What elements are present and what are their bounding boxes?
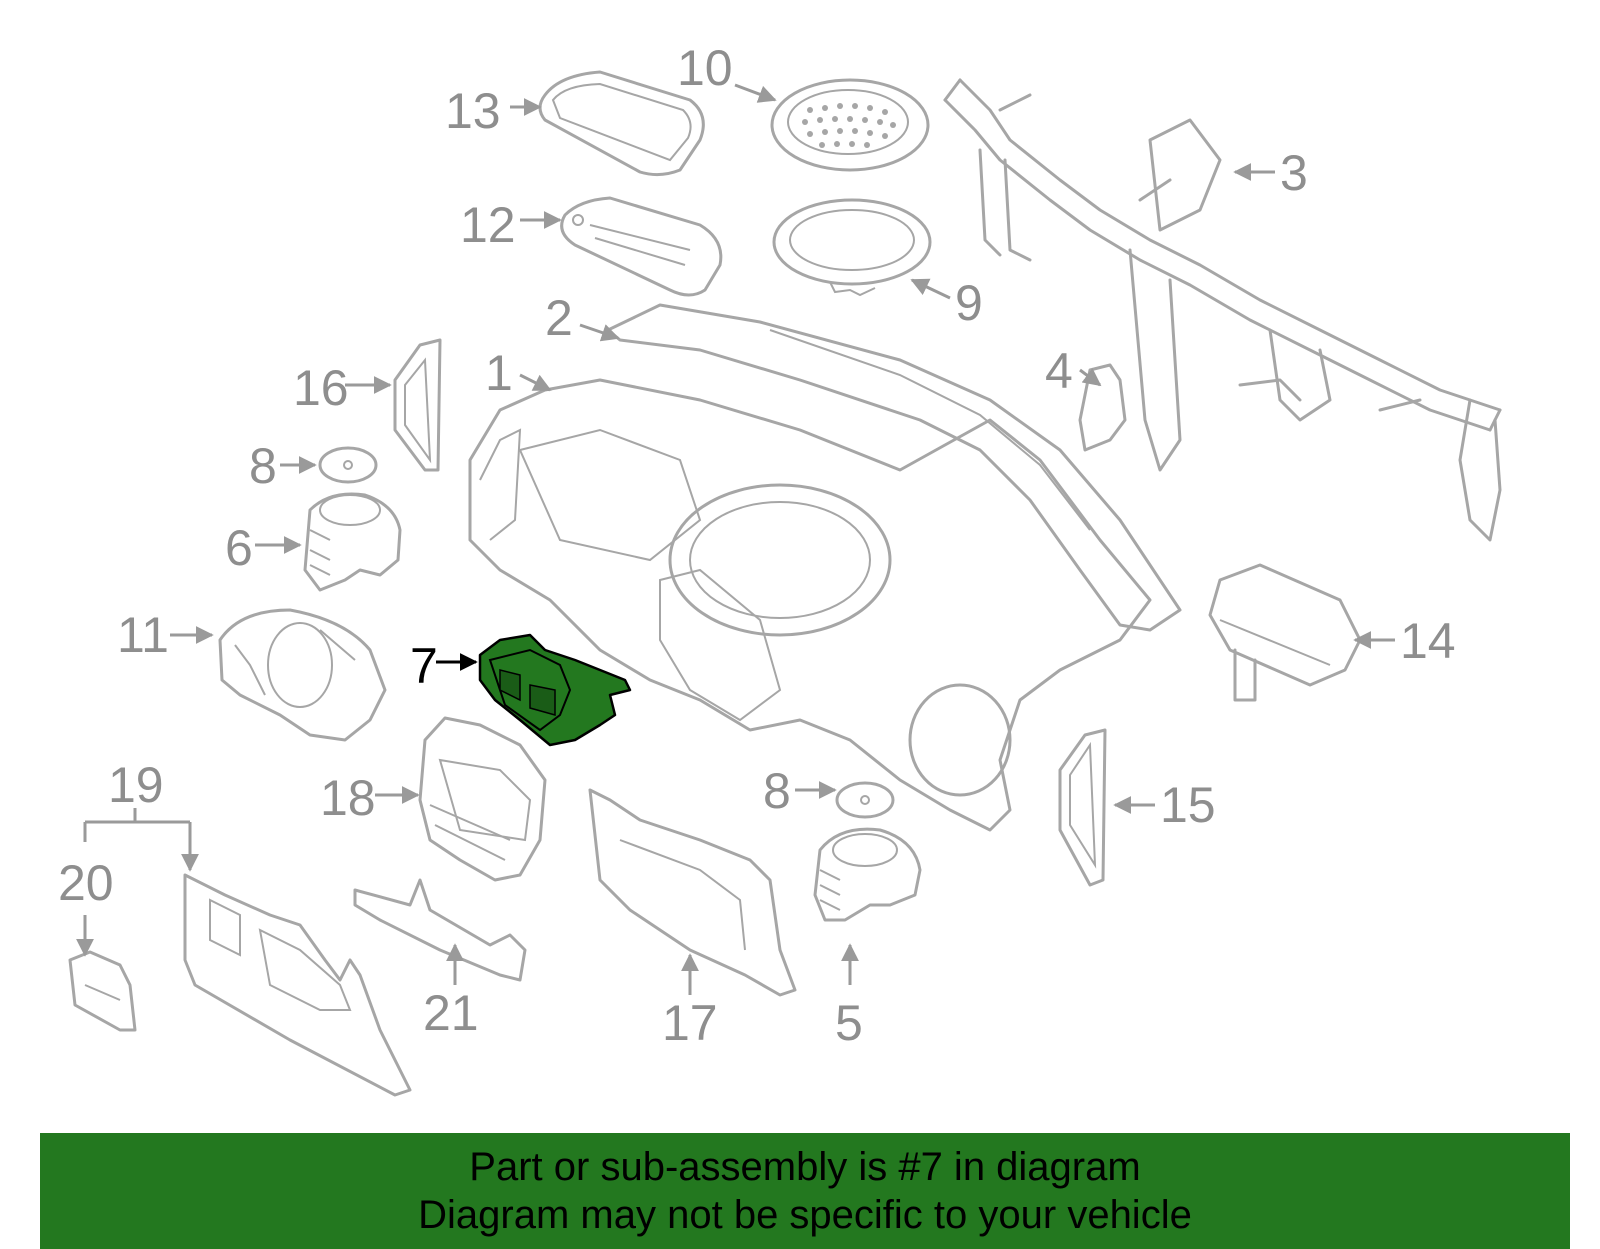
callout-3: 3: [1280, 145, 1308, 201]
banner-line-1: Part or sub-assembly is #7 in diagram: [469, 1145, 1141, 1189]
callout-17: 17: [662, 995, 718, 1051]
callout-labels: 13 10 3 12 9 2 4 1 16 8 6 11 7 14 19 18 …: [58, 40, 1456, 1051]
part-21-support-bracket[interactable]: [353, 878, 527, 982]
callout-1: 1: [485, 345, 513, 401]
callout-9: 9: [955, 275, 983, 331]
callout-20: 20: [58, 855, 114, 911]
part-10-speaker-grille[interactable]: [770, 78, 930, 172]
info-banner: Part or sub-assembly is #7 in diagram Di…: [40, 1133, 1570, 1249]
callout-16: 16: [293, 360, 349, 416]
part-3-cross-car-beam[interactable]: [943, 78, 1502, 542]
part-8-clip-lower[interactable]: [835, 781, 895, 819]
callout-13: 13: [445, 83, 501, 139]
part-6-air-vent[interactable]: [303, 492, 402, 592]
part-2-panel-cover[interactable]: [606, 303, 1182, 632]
callout-5: 5: [835, 995, 863, 1051]
parts-diagram: 13 10 3 12 9 2 4 1 16 8 6 11 7 14 19 18 …: [58, 40, 1502, 1097]
callout-12: 12: [460, 197, 516, 253]
part-1-instrument-panel[interactable]: [468, 378, 1152, 832]
part-8-clip-upper[interactable]: [318, 446, 378, 484]
part-20-cover[interactable]: [68, 950, 137, 1032]
callout-15: 15: [1160, 777, 1216, 833]
part-5-air-vent[interactable]: [813, 827, 922, 922]
callout-19: 19: [108, 757, 164, 813]
callout-2: 2: [545, 290, 573, 346]
part-14-passenger-airbag[interactable]: [1208, 563, 1362, 702]
part-7-center-vent-panel[interactable]: [478, 633, 632, 747]
callout-21: 21: [423, 985, 479, 1041]
callout-14: 14: [1400, 613, 1456, 669]
leader-arrows: [76, 83, 1395, 995]
part-16-side-cover[interactable]: [393, 338, 442, 472]
callout-8-lower: 8: [763, 763, 791, 819]
callout-11: 11: [117, 607, 169, 663]
callout-4: 4: [1045, 343, 1073, 399]
part-9-speaker-ring[interactable]: [772, 198, 932, 297]
part-12-vent-trim[interactable]: [560, 196, 723, 297]
part-15-side-cover[interactable]: [1058, 728, 1107, 887]
part-11-cluster-bezel[interactable]: [218, 608, 387, 742]
callout-6: 6: [225, 520, 253, 576]
callout-8-upper: 8: [249, 438, 277, 494]
callout-10: 10: [677, 40, 733, 96]
part-19-knee-panel[interactable]: [183, 873, 412, 1097]
callout-18: 18: [320, 770, 376, 826]
part-18-center-bezel[interactable]: [418, 716, 547, 882]
banner-line-2: Diagram may not be specific to your vehi…: [418, 1193, 1192, 1237]
callout-7: 7: [410, 638, 438, 694]
part-17-lower-panel[interactable]: [588, 788, 797, 997]
part-4-bracket[interactable]: [1078, 363, 1127, 452]
